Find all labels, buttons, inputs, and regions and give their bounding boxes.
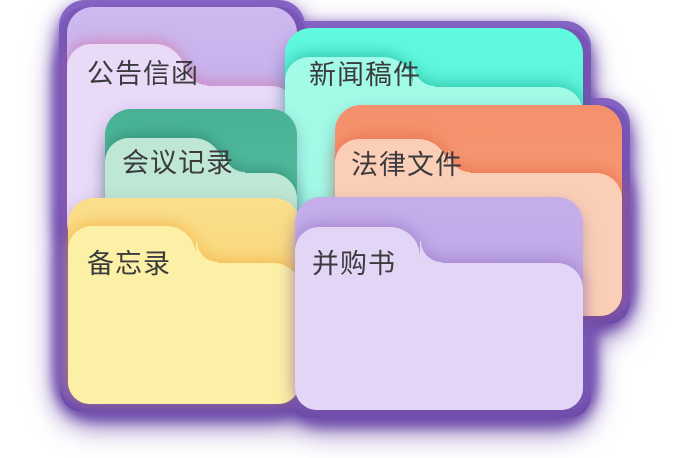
folder-tab [105, 138, 223, 175]
folder-tab-curve [196, 241, 218, 263]
folder-tab [68, 226, 196, 265]
folder-label: 会议记录 [122, 148, 234, 179]
folder-label: 并购书 [312, 249, 396, 280]
folder-ma-book[interactable]: 并购书 [295, 197, 583, 410]
folder-tab [295, 227, 420, 265]
folder-label: 备忘录 [87, 249, 171, 280]
folder-tab-curve [223, 151, 245, 173]
folder-memos[interactable]: 备忘录 [68, 198, 300, 404]
folder-tab [67, 44, 185, 88]
folder-tab-curve [185, 64, 207, 86]
folder-tab-curve [420, 241, 442, 263]
folder-front-panel [68, 226, 300, 404]
folder-label: 新闻稿件 [309, 60, 421, 91]
folder-tab [285, 57, 413, 89]
folder-label: 法律文件 [351, 150, 463, 181]
folder-tab-curve [413, 65, 435, 87]
folder-front-panel [295, 227, 583, 410]
folder-tab [335, 139, 448, 175]
folder-label: 公告信函 [87, 59, 199, 90]
folder-body [68, 263, 300, 404]
folder-body [295, 263, 583, 410]
folder-tab-curve [448, 151, 470, 173]
